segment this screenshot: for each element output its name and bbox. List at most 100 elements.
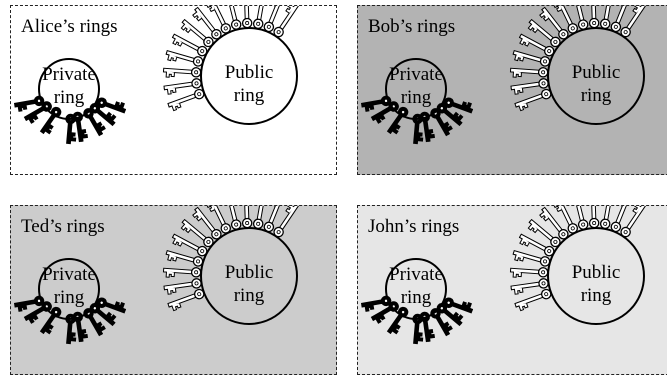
key-icon — [162, 67, 202, 78]
key-icon — [370, 301, 399, 324]
key-icon — [96, 297, 127, 314]
key-icon — [180, 18, 214, 48]
key-icon — [241, 206, 253, 229]
private-ring-label: Private ring — [39, 63, 99, 109]
key-icon — [572, 6, 589, 30]
private-ring-label-line1: Private — [42, 64, 96, 85]
keyring-illustration — [360, 6, 647, 145]
key-icon — [539, 6, 569, 40]
public-keys — [162, 206, 300, 312]
alice-rings-panel: Alice’s rings Private ring Public ring — [10, 5, 337, 175]
key-icon — [163, 78, 202, 95]
key-icon — [225, 206, 242, 230]
keyring-illustration — [13, 206, 300, 345]
private-ring-label-line2: ring — [53, 87, 85, 108]
private-ring — [38, 58, 100, 120]
key-icon — [39, 306, 62, 335]
key-icon — [518, 33, 555, 57]
key-icon — [167, 88, 205, 112]
key-icon — [599, 6, 614, 30]
public-ring-label: Public ring — [566, 61, 626, 107]
key-icon — [252, 6, 267, 30]
key-icon — [509, 67, 549, 78]
private-ring-label-line2: ring — [400, 87, 432, 108]
key-icon — [273, 6, 300, 38]
public-keys — [509, 206, 647, 312]
private-ring-label: Private ring — [39, 263, 99, 309]
key-icon — [514, 88, 552, 112]
private-ring — [385, 58, 447, 120]
key-icon — [23, 101, 52, 124]
bob-rings-panel: Bob’s rings Private ring Public ring — [357, 5, 667, 175]
private-ring-label: Private ring — [386, 63, 446, 109]
private-ring-label-line2: ring — [400, 287, 432, 308]
public-ring-label-line1: Public — [224, 262, 274, 283]
private-ring — [38, 258, 100, 320]
key-icon — [165, 250, 204, 267]
private-ring-label-line1: Private — [389, 264, 443, 285]
public-keys — [509, 6, 647, 112]
panel-title: Bob’s rings — [368, 16, 456, 37]
key-icon — [206, 6, 232, 34]
public-ring-label: Public ring — [566, 261, 626, 307]
private-keys — [360, 295, 474, 345]
key-icon — [599, 206, 614, 230]
private-keys — [13, 295, 127, 345]
private-ring — [385, 258, 447, 320]
key-icon — [171, 33, 208, 57]
public-ring-label-line2: ring — [580, 85, 612, 106]
keyring-illustration — [360, 206, 647, 345]
key-icon — [527, 218, 561, 248]
key-icon — [386, 106, 409, 135]
john-rings-panel: John’s rings Private ring Public ring — [357, 205, 667, 375]
key-icon — [89, 102, 117, 127]
public-ring-label: Public ring — [219, 61, 279, 107]
public-ring — [547, 227, 645, 325]
key-icon — [430, 108, 453, 137]
key-icon — [512, 50, 551, 67]
public-ring-label: Public ring — [219, 261, 279, 307]
key-icon — [165, 50, 204, 67]
key-icon — [162, 267, 202, 278]
panel-title: Ted’s rings — [21, 216, 105, 237]
panel-title: John’s rings — [368, 216, 460, 237]
key-icon — [241, 6, 253, 29]
key-icon — [263, 206, 284, 233]
panel-title: Alice’s rings — [21, 16, 118, 37]
key-icon — [252, 206, 267, 230]
public-ring-label-line1: Public — [571, 262, 621, 283]
public-ring — [547, 27, 645, 125]
keyring-illustration — [13, 6, 300, 145]
key-icon — [386, 306, 409, 335]
key-icon — [436, 102, 464, 127]
private-ring-label-line1: Private — [42, 264, 96, 285]
public-ring — [200, 27, 298, 125]
public-ring-label-line1: Public — [571, 62, 621, 83]
key-icon — [510, 278, 549, 295]
private-ring-label-line1: Private — [389, 64, 443, 85]
key-icon — [512, 250, 551, 267]
key-icon — [553, 206, 579, 234]
key-icon — [180, 218, 214, 248]
key-icon — [509, 267, 549, 278]
key-icon — [443, 97, 474, 114]
public-ring — [200, 227, 298, 325]
key-icon — [171, 233, 208, 257]
public-ring-label-line2: ring — [233, 285, 265, 306]
key-icon — [539, 206, 569, 240]
key-icon — [192, 206, 222, 240]
public-ring-label-line2: ring — [580, 285, 612, 306]
key-icon — [527, 18, 561, 48]
key-icon — [430, 308, 453, 337]
key-icon — [572, 206, 589, 230]
key-icon — [89, 302, 117, 327]
key-icon — [436, 302, 464, 327]
key-icon — [96, 97, 127, 114]
public-keys — [162, 6, 300, 112]
public-ring-label-line1: Public — [224, 62, 274, 83]
private-ring-label-line2: ring — [53, 287, 85, 308]
key-icon — [610, 6, 631, 33]
key-icon — [167, 288, 205, 312]
private-ring-label: Private ring — [386, 263, 446, 309]
ted-rings-panel: Ted’s rings Private ring Public ring — [10, 205, 337, 375]
